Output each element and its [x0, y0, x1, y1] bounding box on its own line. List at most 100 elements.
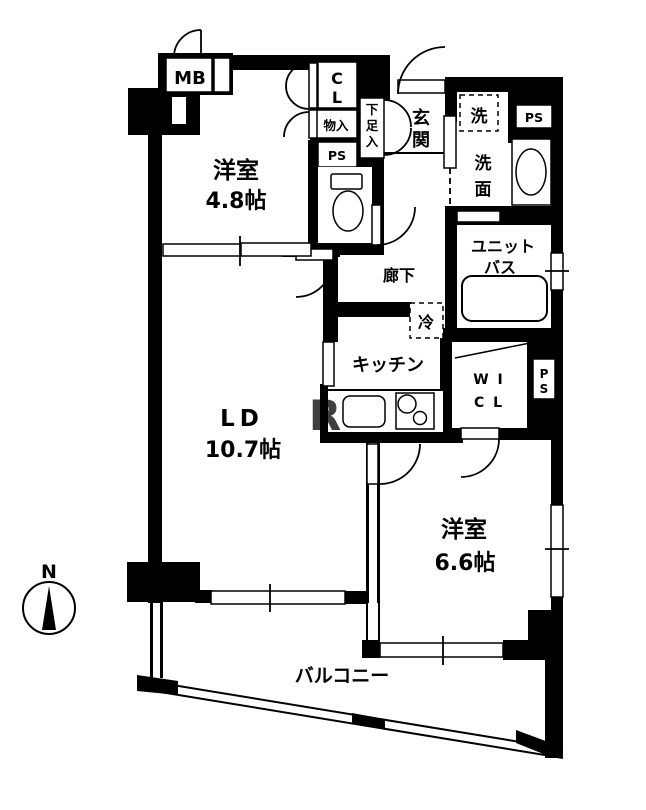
door-swings: [147, 29, 569, 759]
wall-segment: [357, 55, 390, 100]
closet-front: [308, 62, 318, 109]
shoe-box: [359, 97, 385, 159]
label-washroom-char1: 洗: [475, 153, 492, 174]
wall-slot: [172, 97, 186, 124]
balcony-rail-post: [352, 713, 385, 729]
toilet-tank: [330, 173, 363, 190]
label-shoe-char3: 入: [366, 134, 379, 149]
wall-partition-west-line: [366, 443, 369, 603]
label-western1-size: 4.8帖: [206, 189, 267, 214]
label-western2-name: 洋室: [441, 516, 487, 543]
wall-bath-wic: [440, 328, 563, 342]
label-western2-size: 6.6帖: [435, 551, 496, 576]
label-wic-line2: C L: [474, 395, 504, 411]
balcony-corner-piece: [137, 675, 178, 695]
wall-segment: [366, 602, 368, 652]
wall-partition-east-line: [377, 443, 380, 603]
wall-segment: [445, 92, 457, 122]
ld-door-arc: [295, 259, 334, 298]
balcony-rail-outer: [147, 680, 564, 750]
wic-diagonal-line: [454, 342, 531, 359]
balcony-rail-inner: [147, 689, 564, 759]
wall-bath-left: [445, 222, 457, 332]
entrance-door-leaf: [397, 79, 446, 94]
fixtures: [162, 57, 564, 658]
wall-left: [148, 133, 162, 603]
label-entrance-char2: 関: [412, 130, 430, 151]
washroom-door-leaf: [443, 115, 457, 169]
label-balcony: バルコニー: [295, 665, 390, 687]
stove-burner: [397, 394, 417, 414]
washing-machine: [459, 94, 499, 132]
label-western1-name: 洋室: [213, 157, 259, 184]
compass: N: [22, 561, 76, 635]
wall-segment: [320, 384, 328, 432]
storage-box: [315, 109, 358, 139]
wall-segment: [195, 590, 212, 603]
balcony-left-line: [150, 602, 153, 678]
label-fridge: 冷: [418, 313, 434, 332]
watermark-text: R: [309, 391, 341, 440]
closet-box: [317, 61, 358, 109]
kitchen-sink: [342, 395, 386, 428]
label-ld-size: 10.7帖: [205, 438, 281, 463]
label-ps-wic-line2: S: [540, 382, 549, 396]
label-closet-line1: C: [331, 69, 343, 88]
label-ps-top: PS: [525, 110, 543, 125]
toilet-door-leaf: [371, 204, 382, 246]
label-closet-line2: L: [332, 88, 342, 107]
label-ld-name: LD: [220, 406, 264, 432]
wall-bottomleft-pillar: [127, 562, 200, 602]
shoe-box-door-arc: [383, 99, 412, 128]
western2-balcony-window: [379, 642, 504, 658]
meter-box-cell: [213, 57, 231, 93]
label-ps-toilet: PS: [328, 148, 346, 163]
label-storage: 物入: [323, 118, 349, 133]
sliding-partition-panel: [240, 242, 312, 257]
label-kitchen: キッチン: [352, 355, 424, 376]
balcony-left-line: [160, 602, 163, 678]
wall-right-lower: [545, 658, 563, 758]
label-wic-line1: W I: [473, 372, 505, 388]
label-unitbath-line1: ユニット: [471, 237, 535, 256]
label-entrance-char1: 玄: [412, 107, 430, 129]
storage-door-arc: [283, 111, 310, 138]
wall-segment: [362, 640, 380, 658]
western2-door-arc: [379, 443, 421, 485]
stove-burner: [412, 410, 428, 426]
wall-right-step: [528, 610, 563, 658]
pipe-space-top-box: [515, 104, 553, 129]
wic-door-arc: [460, 438, 500, 478]
sliding-partition-panel: [162, 243, 242, 257]
wall-segment: [499, 428, 563, 440]
wall-segment: [440, 428, 462, 440]
closet-door-arc: [285, 62, 310, 87]
ps-wic-box: [532, 358, 556, 400]
bathtub: [461, 275, 548, 322]
label-washroom-char2: 面: [475, 180, 492, 200]
refrigerator: [409, 302, 444, 339]
western2-door-leaf: [366, 443, 379, 485]
wall-segment: [345, 591, 368, 604]
wall-kitchen-left: [323, 245, 338, 342]
shoe-box-door-arc: [383, 127, 412, 156]
toilet-door-arc: [376, 206, 416, 246]
entrance-door-arc: [397, 46, 446, 95]
closet-door-arc: [285, 85, 310, 110]
wall-top-east: [445, 77, 525, 92]
meter-box: [165, 57, 213, 93]
label-shoe-char1: 下: [366, 102, 379, 117]
wall-hall-kitchen: [338, 302, 412, 317]
label-washer: 洗: [471, 106, 488, 127]
kitchen-opening-leaf: [322, 341, 335, 387]
wall-segment: [378, 602, 380, 652]
label-unitbath-line2: バス: [484, 258, 516, 277]
toilet-bowl: [332, 190, 364, 232]
bath-door-leaf: [456, 210, 501, 223]
label-ps-wic-line1: P: [540, 367, 549, 381]
compass-needle-icon: [42, 586, 56, 630]
entrance-step-line: [384, 152, 450, 154]
mb-door-arc: [173, 29, 202, 58]
